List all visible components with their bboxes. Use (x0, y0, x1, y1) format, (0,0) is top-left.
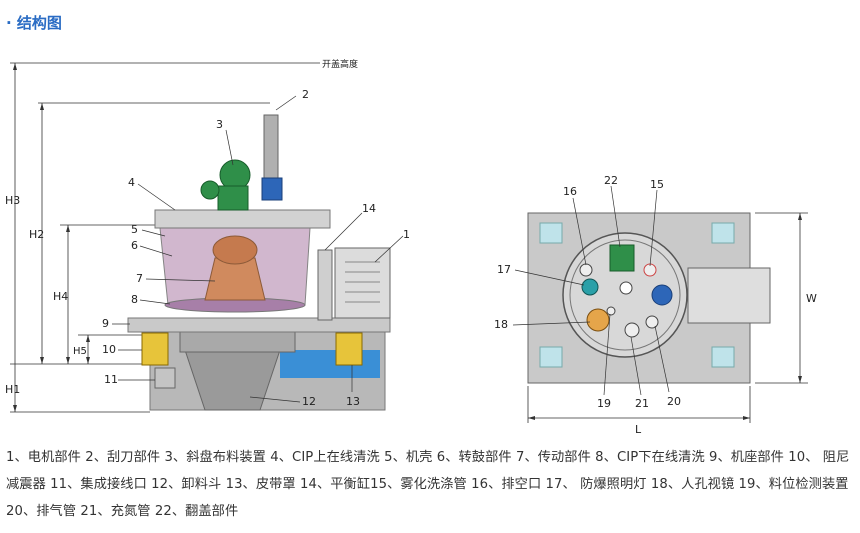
callout-16: 16 (563, 185, 577, 198)
callout-5: 5 (131, 223, 138, 236)
callout-14: 14 (362, 202, 376, 215)
callout-11: 11 (104, 373, 118, 386)
h2-label: H2 (29, 228, 44, 241)
junction-box (154, 367, 176, 389)
callout-3: 3 (216, 118, 223, 131)
callout-2: 2 (302, 88, 309, 101)
callout-17: 17 (497, 263, 511, 276)
callout-21: 21 (635, 397, 649, 410)
callout-9: 9 (102, 317, 109, 330)
callout-4: 4 (128, 176, 135, 189)
front-view: 开盖高度 H3 H2 H4 H5 H1 (5, 58, 410, 413)
h1-label: H1 (5, 383, 20, 396)
parts-legend: 1、电机部件 2、刮刀部件 3、斜盘布料装置 4、CIP上在线清洗 5、机壳 6… (6, 450, 850, 519)
callout-1: 1 (403, 228, 410, 241)
h4-label: H4 (53, 290, 68, 303)
callout-12: 12 (302, 395, 316, 408)
callout-8: 8 (131, 293, 138, 306)
damper-right (335, 332, 363, 366)
callout-15: 15 (650, 178, 664, 191)
callout-7: 7 (136, 272, 143, 285)
h3-label: H3 (5, 194, 20, 207)
callout-18: 18 (494, 318, 508, 331)
h5-label: H5 (73, 346, 87, 357)
scraper-column (263, 114, 279, 181)
callout-13: 13 (346, 395, 360, 408)
l-label: L (635, 423, 642, 435)
callout-6: 6 (131, 239, 138, 252)
callout-22: 22 (604, 174, 618, 187)
w-label: W (806, 292, 817, 305)
control-box (334, 247, 391, 319)
open-height-label: 开盖高度 (322, 58, 358, 70)
top-view: W L 16 22 15 17 18 19 21 20 (494, 174, 817, 435)
drive-cover (687, 267, 771, 324)
callout-20: 20 (667, 395, 681, 408)
callout-19: 19 (597, 397, 611, 410)
callout-10: 10 (102, 343, 116, 356)
balance-cylinder (317, 249, 333, 321)
frame-plate (127, 317, 391, 333)
manhole-sightglass (586, 308, 610, 332)
damper-left (141, 332, 169, 366)
structure-diagram: 开盖高度 H3 H2 H4 H5 H1 (5, 58, 817, 435)
section-title: · 结构图 (6, 14, 62, 32)
lid (154, 209, 331, 229)
flip-lid-motor (609, 244, 635, 272)
belt-guard (280, 350, 380, 378)
